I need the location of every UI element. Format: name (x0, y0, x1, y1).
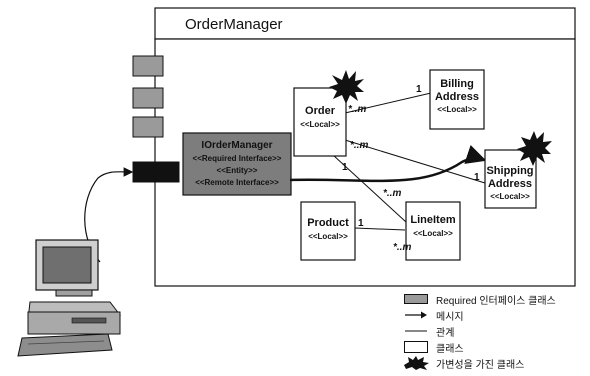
legend-required-interface-label: Required 인터페이스 클래스 (436, 292, 556, 307)
component-title: OrderManager (185, 16, 283, 33)
lineitem-class-stereotype: <<Local>> (413, 229, 453, 238)
billing-address-class: Billing Address <<Local>> (430, 70, 484, 129)
legend-message: 메시지 (402, 308, 588, 322)
billing-class-name-line1: Billing (440, 78, 474, 90)
billing-class-stereotype: <<Local>> (437, 105, 477, 114)
legend-variable-class: 가변성을 가진 클래스 (402, 356, 588, 370)
legend-relation: 관계 (402, 324, 588, 338)
legend-required-interface: Required 인터페이스 클래스 (402, 292, 588, 306)
required-interface-port (133, 56, 163, 76)
shipping-class-name-line1: Shipping (486, 165, 533, 177)
legend-variable-class-label: 가변성을 가진 클래스 (436, 356, 524, 371)
multiplicity-order-lineitem-many: *..m (383, 188, 401, 199)
white-box-icon (404, 341, 428, 353)
order-class-name: Order (305, 105, 336, 117)
facade-stereotype-entity: <<Entity>> (217, 166, 258, 175)
multiplicity-order-shipping-many: *..m (350, 140, 368, 151)
client-computer-icon (18, 240, 120, 356)
facade-stereotype-remote: <<Remote Interface>> (195, 178, 279, 187)
shipping-class-name-line2: Address (488, 178, 532, 190)
remote-interface-port (133, 162, 179, 182)
multiplicity-order-lineitem-one: 1 (342, 162, 348, 173)
iordermanager-facade: IOrderManager <<Required Interface>> <<E… (183, 133, 291, 195)
required-interface-port (133, 117, 163, 137)
multiplicity-product-lineitem-many: *..m (393, 242, 411, 253)
multiplicity-product-lineitem-one: 1 (358, 218, 364, 229)
product-class-name: Product (307, 217, 349, 229)
facade-stereotype-required: <<Required Interface>> (193, 154, 282, 163)
legend-class: 클래스 (402, 340, 588, 354)
multiplicity-order-shipping-one: 1 (474, 172, 480, 183)
order-class-stereotype: <<Local>> (300, 120, 340, 129)
billing-class-name-line2: Address (435, 91, 479, 103)
facade-name: IOrderManager (201, 140, 272, 151)
legend-message-label: 메시지 (436, 308, 464, 323)
gray-box-icon (404, 294, 428, 304)
legend: Required 인터페이스 클래스 메시지 관계 클래스 가변성을 가진 클래… (402, 292, 588, 372)
required-interface-port (133, 88, 163, 108)
lineitem-class: LineItem <<Local>> (406, 202, 460, 260)
lineitem-class-name: LineItem (410, 214, 455, 226)
legend-relation-label: 관계 (436, 324, 454, 339)
multiplicity-order-billing-one: 1 (416, 84, 422, 95)
product-class-stereotype: <<Local>> (308, 232, 348, 241)
shipping-class-stereotype: <<Local>> (490, 192, 530, 201)
star-burst-icon (402, 356, 430, 370)
legend-class-label: 클래스 (436, 340, 464, 355)
arrow-right-icon (404, 310, 428, 320)
product-class: Product <<Local>> (301, 202, 355, 260)
line-icon (404, 326, 428, 336)
multiplicity-order-billing-many: *..m (348, 104, 366, 115)
